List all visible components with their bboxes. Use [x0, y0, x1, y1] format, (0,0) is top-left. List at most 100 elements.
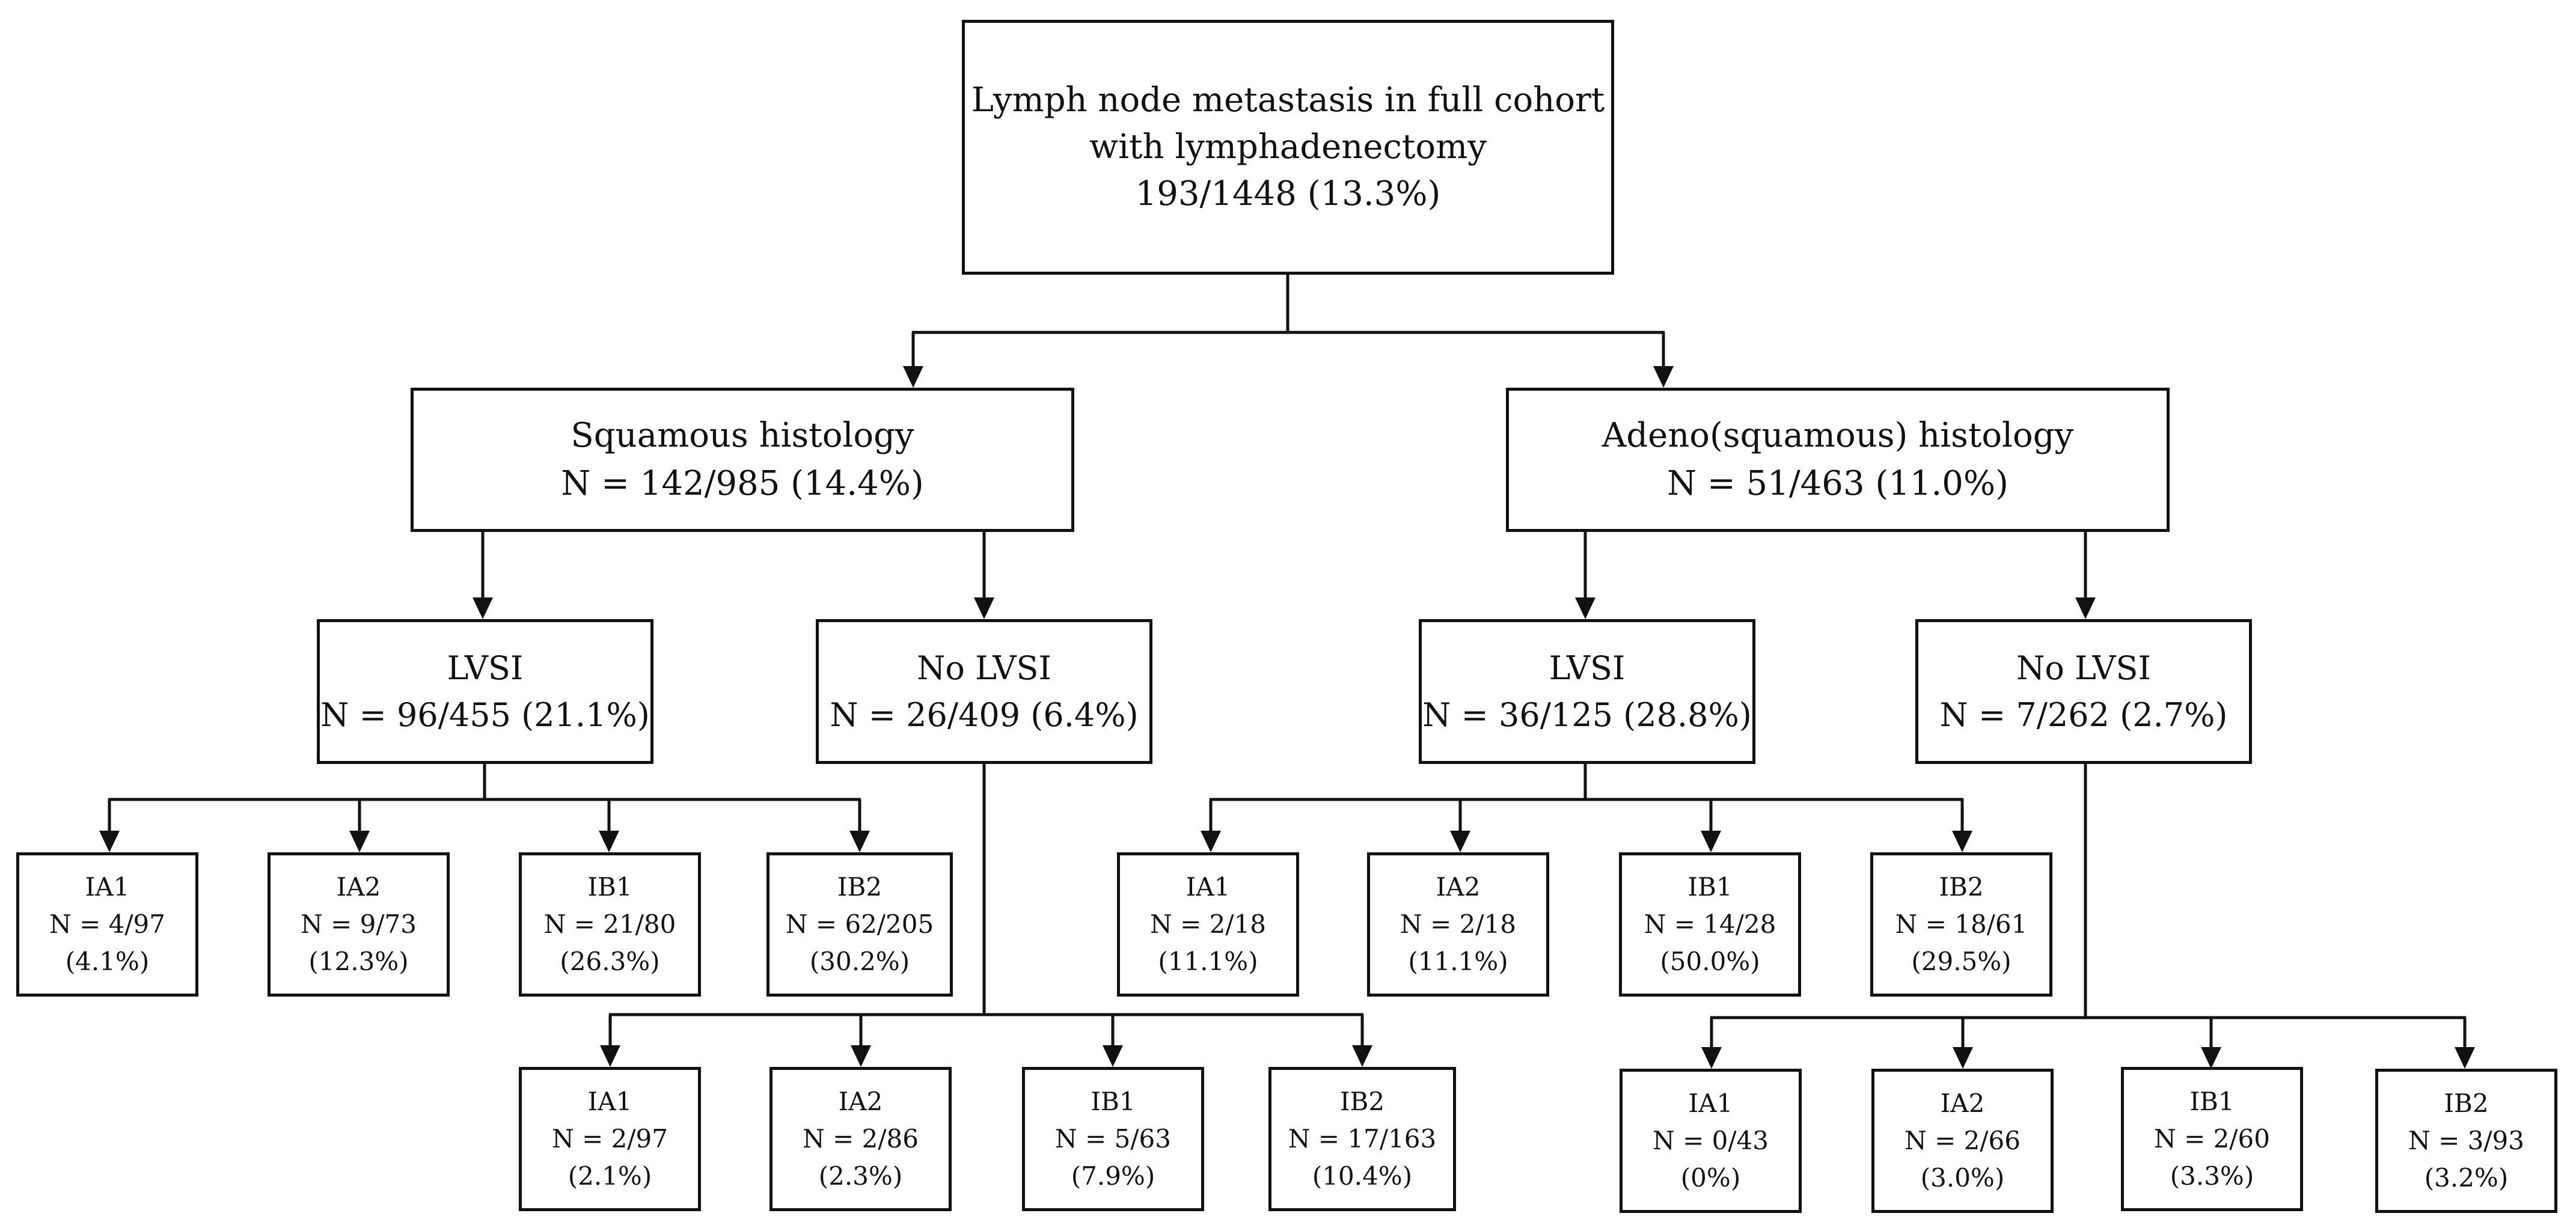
arrow-to-adeno-no-lvsi-arrowhead-icon	[2075, 597, 2096, 619]
squamous-no-lvsi-stage-ib2-box: IB2 N = 17/163 (10.4%)	[1268, 1067, 1456, 1211]
stage-count: N = 2/66	[1904, 1126, 2021, 1155]
stage-count: N = 2/86	[803, 1124, 919, 1153]
arrow-to-adeno-arrowhead-icon	[1653, 366, 1674, 388]
arrow-adeno-no-lvsi-stage-3-arrowhead-icon	[2455, 1047, 2475, 1069]
stage-count: N = 0/43	[1653, 1126, 1769, 1155]
stage-percent: (4.1%)	[65, 947, 150, 976]
arrow-squamous-lvsi-stage-0-arrowhead-icon	[99, 831, 120, 852]
stage-label: IA1	[1186, 872, 1231, 902]
squamous-lvsi-stage-ib2-box: IB2 N = 62/205 (30.2%)	[766, 852, 953, 997]
stage-label: IA2	[336, 872, 381, 902]
squamous-lvsi-stage-ia1-box: IA1 N = 4/97 (4.1%)	[16, 852, 198, 997]
squamous-no-lvsi-stage-ia1-box: IA1 N = 2/97 (2.1%)	[519, 1067, 701, 1211]
adeno-no-lvsi-stage-ib2-box: IB2 N = 3/93 (3.2%)	[2375, 1069, 2557, 1213]
stage-percent: (2.1%)	[568, 1161, 652, 1191]
squamous-no-lvsi-count: N = 26/409 (6.4%)	[830, 695, 1139, 734]
stage-count: N = 9/73	[301, 909, 417, 939]
stage-label: IA1	[85, 872, 130, 902]
stage-percent: (11.1%)	[1408, 947, 1508, 976]
stage-percent: (12.3%)	[308, 947, 409, 976]
stage-count: N = 2/18	[1400, 909, 1516, 939]
squamous-count: N = 142/985 (14.4%)	[561, 464, 924, 503]
adeno-lvsi-stage-ia2-box: IA2 N = 2/18 (11.1%)	[1367, 852, 1549, 997]
stage-label: IB2	[837, 872, 883, 902]
stage-label: IB2	[1339, 1087, 1385, 1116]
stage-percent: (3.3%)	[2170, 1161, 2254, 1191]
arrow-squamous-lvsi-stage-2-arrowhead-icon	[599, 831, 619, 852]
arrow-squamous-no-lvsi-stage-1-arrowhead-icon	[851, 1045, 871, 1067]
squamous-lvsi-stage-ia2-box: IA2 N = 9/73 (12.3%)	[268, 852, 450, 997]
stage-label: IB2	[2444, 1089, 2489, 1118]
root-title-line-2: with lymphadenectomy	[1089, 127, 1487, 166]
adeno-lvsi-count: N = 36/125 (28.8%)	[1422, 695, 1752, 734]
arrow-adeno-no-lvsi-stage-2-arrowhead-icon	[2201, 1047, 2221, 1069]
adeno-count: N = 51/463 (11.0%)	[1667, 464, 2008, 503]
adeno-lvsi-title: LVSI	[1549, 649, 1626, 687]
arrow-squamous-no-lvsi-stage-3-arrowhead-icon	[1352, 1045, 1372, 1067]
stage-percent: (30.2%)	[809, 947, 910, 976]
stage-count: N = 2/18	[1150, 909, 1266, 939]
stage-label: IB2	[1939, 872, 1984, 902]
squamous-no-lvsi-title: No LVSI	[917, 649, 1051, 687]
arrow-adeno-no-lvsi-stage-1-arrowhead-icon	[1953, 1047, 1973, 1069]
stage-count: N = 17/163	[1288, 1124, 1437, 1153]
squamous-title: Squamous histology	[571, 416, 914, 455]
stage-percent: (10.4%)	[1312, 1161, 1413, 1191]
stage-count: N = 5/63	[1055, 1124, 1171, 1153]
stage-count: N = 21/80	[543, 909, 676, 939]
adeno-lvsi-box: LVSI N = 36/125 (28.8%)	[1419, 619, 1755, 764]
squamous-no-lvsi-stage-ib1-box: IB1 N = 5/63 (7.9%)	[1022, 1067, 1204, 1211]
squamous-lvsi-title: LVSI	[447, 649, 524, 687]
stage-count: N = 3/93	[2408, 1126, 2524, 1155]
stage-percent: (50.0%)	[1660, 947, 1760, 976]
arrow-adeno-lvsi-stage-3-arrowhead-icon	[1952, 831, 1972, 852]
stage-percent: (0%)	[1680, 1163, 1741, 1193]
adeno-no-lvsi-title: No LVSI	[2016, 649, 2151, 687]
stage-count: N = 2/60	[2154, 1124, 2270, 1153]
stage-label: IA2	[838, 1087, 883, 1116]
stage-percent: (11.1%)	[1158, 947, 1258, 976]
adeno-no-lvsi-box: No LVSI N = 7/262 (2.7%)	[1915, 619, 2252, 764]
arrow-to-squamous-lvsi-arrowhead-icon	[473, 597, 493, 619]
arrow-squamous-no-lvsi-stage-2-arrowhead-icon	[1103, 1045, 1123, 1067]
arrow-to-squamous-arrowhead-icon	[903, 366, 923, 388]
stage-label: IA2	[1940, 1089, 1985, 1118]
arrow-adeno-lvsi-stage-0-arrowhead-icon	[1201, 831, 1221, 852]
adeno-no-lvsi-count: N = 7/262 (2.7%)	[1939, 695, 2228, 734]
stage-label: IB1	[1687, 872, 1733, 902]
stage-percent: (29.5%)	[1911, 947, 2012, 976]
stage-count: N = 62/205	[785, 909, 934, 939]
adeno-title: Adeno(squamous) histology	[1602, 416, 2074, 455]
stage-label: IB1	[1091, 1087, 1136, 1116]
stage-label: IA2	[1436, 872, 1481, 902]
adeno-lvsi-stage-ib1-box: IB1 N = 14/28 (50.0%)	[1619, 852, 1801, 997]
stage-percent: (3.2%)	[2424, 1163, 2509, 1193]
arrow-adeno-lvsi-stage-2-arrowhead-icon	[1701, 831, 1721, 852]
stage-count: N = 14/28	[1644, 909, 1776, 939]
arrow-squamous-lvsi-stage-3-arrowhead-icon	[849, 831, 870, 852]
stage-percent: (2.3%)	[818, 1161, 903, 1191]
adeno-histology-box: Adeno(squamous) histology N = 51/463 (11…	[1506, 388, 2170, 532]
squamous-no-lvsi-box: No LVSI N = 26/409 (6.4%)	[816, 619, 1152, 764]
squamous-no-lvsi-stage-ia2-box: IA2 N = 2/86 (2.3%)	[769, 1067, 952, 1211]
stage-label: IA1	[587, 1087, 632, 1116]
adeno-lvsi-stage-ia1-box: IA1 N = 2/18 (11.1%)	[1117, 852, 1299, 997]
stage-label: IB1	[2189, 1087, 2235, 1116]
arrow-adeno-no-lvsi-stage-0-arrowhead-icon	[1701, 1047, 1722, 1069]
stage-percent: (26.3%)	[560, 947, 660, 976]
squamous-lvsi-count: N = 96/455 (21.1%)	[320, 695, 650, 734]
stage-count: N = 2/97	[552, 1124, 668, 1153]
arrow-to-adeno-lvsi-arrowhead-icon	[1575, 597, 1595, 619]
root-box-full-cohort: Lymph node metastasis in full cohort wit…	[962, 20, 1614, 275]
stage-label: IB1	[587, 872, 632, 902]
adeno-no-lvsi-stage-ia1-box: IA1 N = 0/43 (0%)	[1620, 1069, 1802, 1213]
stage-percent: (3.0%)	[1920, 1163, 2005, 1193]
squamous-histology-box: Squamous histology N = 142/985 (14.4%)	[411, 388, 1074, 532]
squamous-lvsi-stage-ib1-box: IB1 N = 21/80 (26.3%)	[519, 852, 701, 997]
arrow-adeno-lvsi-stage-1-arrowhead-icon	[1450, 831, 1470, 852]
adeno-no-lvsi-stage-ia2-box: IA2 N = 2/66 (3.0%)	[1871, 1069, 2054, 1213]
adeno-lvsi-stage-ib2-box: IB2 N = 18/61 (29.5%)	[1870, 852, 2052, 997]
stage-count: N = 18/61	[1895, 909, 2028, 939]
stage-percent: (7.9%)	[1071, 1161, 1155, 1191]
